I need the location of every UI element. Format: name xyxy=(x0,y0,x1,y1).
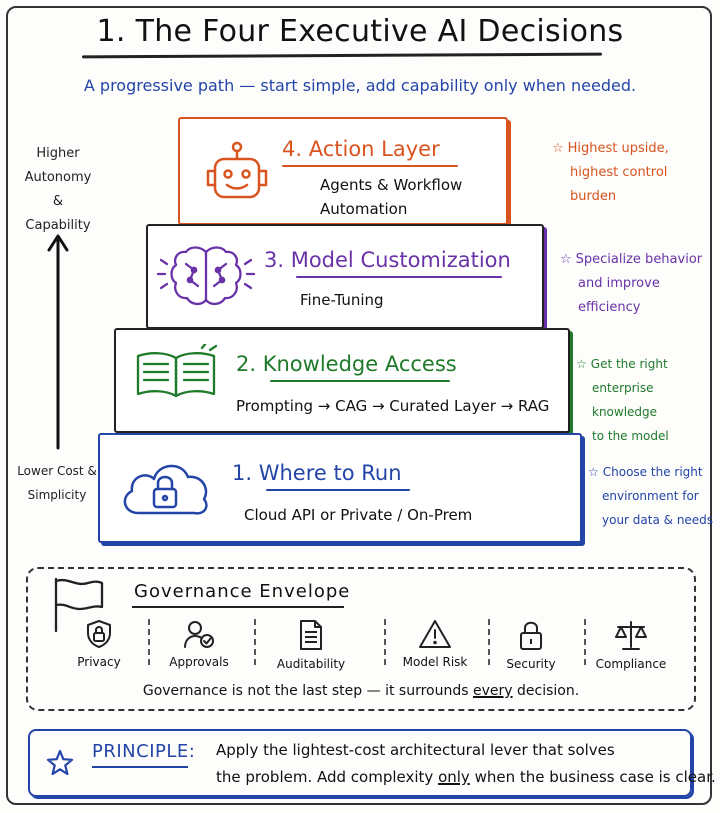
tier-where-to-run: 1. Where to Run Cloud API or Private / O… xyxy=(98,433,582,543)
flag-icon xyxy=(54,577,104,633)
star-icon: ☆ xyxy=(552,141,564,156)
book-icon xyxy=(136,344,218,398)
governance-divider xyxy=(254,619,256,665)
shield-lock-icon xyxy=(87,620,111,648)
star-icon: ☆ xyxy=(576,357,587,371)
user-check-icon xyxy=(184,621,214,648)
governance-item-approvals: Approvals xyxy=(154,619,244,669)
governance-divider xyxy=(384,619,386,665)
governance-envelope: Governance Envelope Privacy Approvals xyxy=(26,567,696,711)
tier-subtext: Cloud API or Private / On-Prem xyxy=(244,506,473,524)
page-frame xyxy=(6,6,712,805)
governance-item-auditability: Auditability xyxy=(266,619,356,671)
governance-divider xyxy=(488,619,490,665)
principle-text: Apply the lightest-cost architectural le… xyxy=(216,741,615,759)
note-line: enterprise knowledge xyxy=(592,381,658,419)
governance-item-security: Security xyxy=(486,619,576,671)
axis-top-label: Higher Autonomy & Capability xyxy=(18,142,98,238)
tier-title: 3. Model Customization xyxy=(264,248,511,272)
axis-top-line: Capability xyxy=(25,218,91,233)
star-icon xyxy=(46,749,74,776)
principle-box: PRINCIPLE: Apply the lightest-cost archi… xyxy=(28,729,716,797)
note-line: to the model xyxy=(592,429,669,443)
note-line: Choose the right xyxy=(602,465,703,479)
axis-top-line: Autonomy & xyxy=(24,170,92,209)
note-line: Highest upside, xyxy=(567,141,669,156)
robot-icon xyxy=(206,141,268,199)
tier-title-underline xyxy=(296,276,502,278)
principle-label-underline xyxy=(92,766,188,768)
axis-top-line: Higher xyxy=(36,146,80,161)
tier-title: 1. Where to Run xyxy=(232,461,402,485)
tier-subtext: Automation xyxy=(320,200,408,218)
governance-footer-text: Governance is not the last step — it sur… xyxy=(142,683,473,699)
note-where-to-run: ☆Choose the right environment for your d… xyxy=(588,460,714,532)
governance-divider xyxy=(584,619,586,665)
governance-item-compliance: Compliance xyxy=(586,619,676,671)
note-line: efficiency xyxy=(578,300,641,315)
principle-text-line2: the problem. Add complexity only when th… xyxy=(216,768,716,786)
note-line: Specialize behavior xyxy=(575,252,703,267)
tier-title-underline xyxy=(270,380,450,382)
tier-subtext: Agents & Workflow xyxy=(320,176,463,194)
tier-title-underline xyxy=(266,489,410,491)
note-line: highest control xyxy=(570,165,668,180)
note-line: Get the right xyxy=(590,357,668,371)
governance-item-label: Auditability xyxy=(276,657,346,671)
governance-item-label: Security xyxy=(506,657,556,671)
note-line: environment for xyxy=(602,489,699,503)
note-knowledge-access: ☆Get the right enterprise knowledge to t… xyxy=(576,352,716,448)
scales-icon xyxy=(615,621,647,650)
principle-text: when the business case is clear. xyxy=(469,768,716,786)
note-model-customization: ☆Specialize behavior and improve efficie… xyxy=(560,248,716,320)
governance-item-label: Model Risk xyxy=(402,655,468,669)
governance-footer-emphasis: every xyxy=(472,683,513,699)
axis-up-arrow-icon xyxy=(47,234,69,450)
note-action-layer: ☆Highest upside, highest control burden xyxy=(552,137,712,209)
governance-title: Governance Envelope xyxy=(134,581,351,602)
star-icon: ☆ xyxy=(560,252,572,267)
cloud-lock-icon xyxy=(123,464,208,515)
brain-icon xyxy=(156,246,256,306)
governance-divider xyxy=(148,619,150,665)
tier-title: 2. Knowledge Access xyxy=(236,352,457,376)
note-line: and improve xyxy=(578,276,660,291)
note-line: your data & needs xyxy=(602,513,714,527)
tier-model-customization: 3. Model Customization Fine-Tuning xyxy=(146,224,544,329)
padlock-icon xyxy=(520,621,542,650)
tier-action-layer: 4. Action Layer Agents & Workflow Automa… xyxy=(178,117,508,225)
axis-bottom-label: Lower Cost & Simplicity xyxy=(12,459,102,507)
star-icon: ☆ xyxy=(588,465,599,479)
page-title: 1. The Four Executive AI Decisions xyxy=(96,14,624,49)
governance-item-model-risk: Model Risk xyxy=(390,619,480,669)
page-subtitle: A progressive path — start simple, add c… xyxy=(83,76,637,95)
governance-footer: Governance is not the last step — it sur… xyxy=(28,683,694,699)
principle-emphasis: only xyxy=(438,768,470,786)
governance-item-label: Approvals xyxy=(169,655,229,669)
tier-title-underline xyxy=(282,165,458,167)
governance-title-underline xyxy=(132,606,344,608)
governance-item-privacy: Privacy xyxy=(54,619,144,669)
note-line: burden xyxy=(570,189,617,204)
axis-bottom-line: Lower Cost & xyxy=(17,464,97,478)
document-icon xyxy=(300,620,322,650)
tier-title: 4. Action Layer xyxy=(282,137,440,161)
governance-item-label: Privacy xyxy=(77,655,121,669)
governance-item-label: Compliance xyxy=(595,657,667,671)
axis-bottom-line: Simplicity xyxy=(27,488,87,502)
tier-knowledge-access: 2. Knowledge Access Prompting → CAG → Cu… xyxy=(114,328,570,433)
warning-icon xyxy=(419,620,451,648)
principle-text: the problem. Add complexity xyxy=(216,768,439,786)
governance-footer-text: decision. xyxy=(512,683,580,699)
tier-subtext: Prompting → CAG → Curated Layer → RAG xyxy=(236,397,550,415)
principle-label: PRINCIPLE: xyxy=(92,741,196,762)
tier-subtext: Fine-Tuning xyxy=(300,291,384,309)
